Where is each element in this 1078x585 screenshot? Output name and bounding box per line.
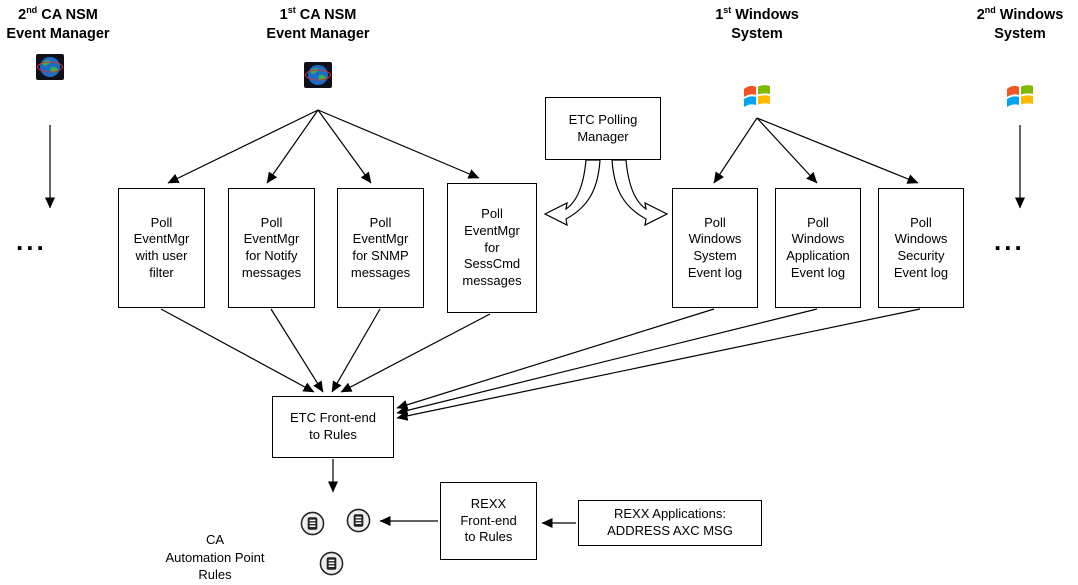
block-arrow-right: [611, 159, 669, 227]
header-line2: System: [994, 26, 1046, 43]
fan-arrows-windows: [713, 117, 919, 184]
output-arrows: [328, 459, 576, 528]
box-rexx-applications: REXX Applications: ADDRESS AXC MSG: [578, 500, 762, 546]
converge-arrows: [160, 308, 921, 421]
header-2nd-ca-nsm: 2nd CA NSM Event Manager: [2, 4, 114, 45]
header-line1: 2nd Windows: [976, 5, 1064, 23]
rules-db-icon: [319, 551, 344, 576]
ellipsis-left: ...: [16, 226, 47, 256]
continuation-arrows: [45, 125, 1025, 209]
label-ca-automation-point-rules: CA Automation Point Rules: [165, 532, 265, 583]
header-line1: 1st Windows: [715, 5, 799, 23]
box-poll-windows-security-log: Poll Windows Security Event log: [878, 188, 964, 308]
box-poll-eventmgr-snmp: Poll EventMgr for SNMP messages: [337, 188, 424, 308]
header-line2: Event Manager: [6, 26, 110, 43]
header-line1: 1st CA NSM: [279, 5, 357, 23]
header-line2: System: [731, 26, 783, 43]
block-arrow-left: [543, 159, 601, 227]
box-etc-front-end: ETC Front-end to Rules: [272, 396, 394, 458]
box-poll-windows-system-log: Poll Windows System Event log: [672, 188, 758, 308]
ca-nsm-globe-icon: [304, 62, 332, 88]
box-poll-eventmgr-notify: Poll EventMgr for Notify messages: [228, 188, 315, 308]
fan-arrows-nsm: [167, 109, 480, 184]
box-poll-eventmgr-user-filter: Poll EventMgr with user filter: [118, 188, 205, 308]
header-2nd-windows: 2nd Windows System: [962, 4, 1078, 45]
header-line1: 2nd CA NSM: [18, 5, 98, 23]
windows-logo-icon: [741, 80, 773, 112]
box-rexx-front-end: REXX Front-end to Rules: [440, 482, 537, 560]
box-poll-eventmgr-sesscmd: Poll EventMgr for SessCmd messages: [447, 183, 537, 313]
rules-db-icon: [300, 511, 325, 536]
header-1st-windows: 1st Windows System: [697, 4, 817, 45]
ca-nsm-globe-icon: [36, 54, 64, 80]
box-etc-polling-manager: ETC Polling Manager: [545, 97, 661, 160]
ellipsis-right: ...: [994, 226, 1025, 256]
box-poll-windows-application-log: Poll Windows Application Event log: [775, 188, 861, 308]
rules-db-icon: [346, 508, 371, 533]
windows-logo-icon: [1004, 80, 1036, 112]
header-line2: Event Manager: [266, 26, 370, 43]
header-1st-ca-nsm: 1st CA NSM Event Manager: [255, 4, 381, 45]
